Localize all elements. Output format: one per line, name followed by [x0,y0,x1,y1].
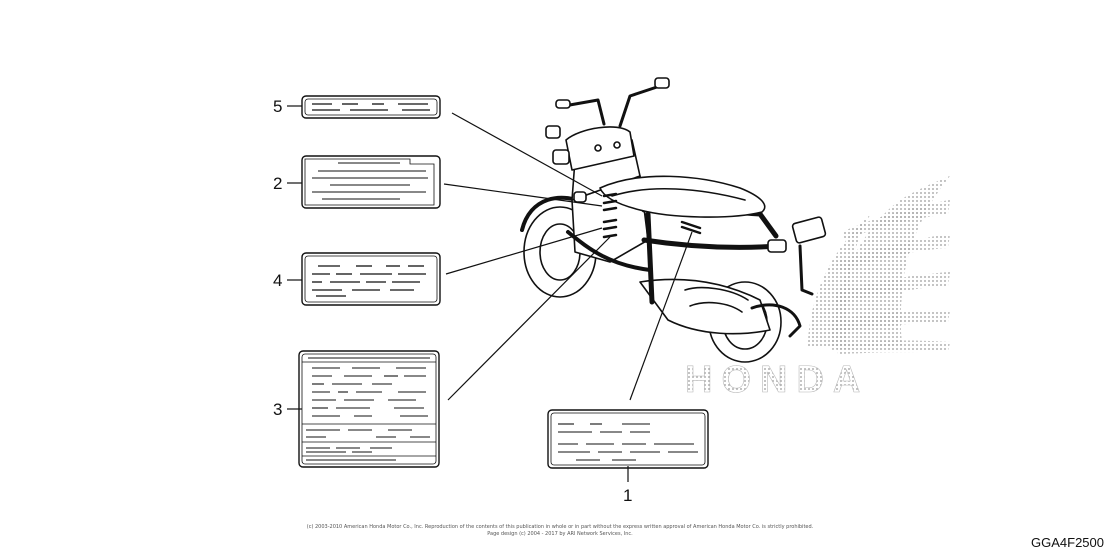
leader-line-4 [445,227,603,275]
leader-line-5 [451,112,603,197]
label-3-sticker [298,350,440,468]
callout-5: 5 [273,97,282,116]
label-4-sticker [301,252,441,306]
scooter-illustration [520,77,827,363]
label-5-sticker [301,95,441,119]
leader-line-3 [447,236,611,401]
label-2-sticker [301,155,441,209]
honda-wing-logo [808,176,950,354]
callout-1: 1 [623,486,632,505]
callout-4: 4 [273,271,282,290]
diagram-id: GGA4F2500 [1031,535,1104,550]
label-1-sticker [547,409,709,469]
leader-line-2 [443,183,603,207]
callout-3: 3 [273,400,282,419]
copyright-line-2: Page design (c) 2004 - 2017 by ARI Netwo… [487,531,633,537]
copyright-line-1: (c) 2003-2010 American Honda Motor Co., … [307,524,814,530]
callout-2: 2 [273,174,282,193]
leader-line-1 [629,231,693,401]
honda-watermark-text: HONDA [685,359,869,401]
